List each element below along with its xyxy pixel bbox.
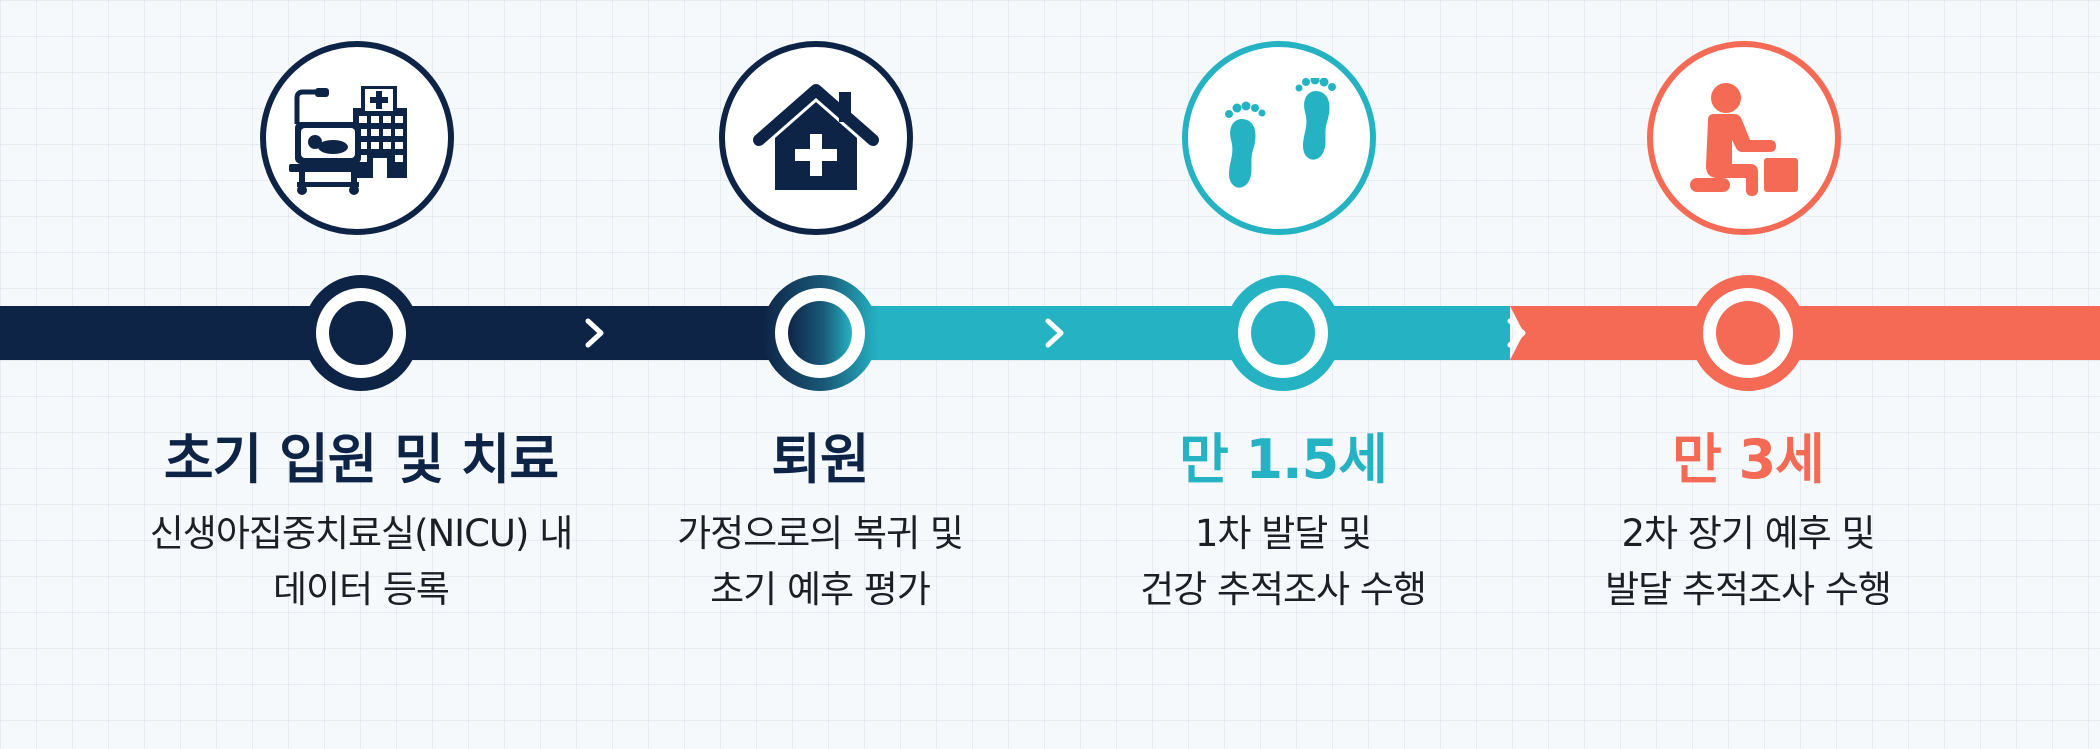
stage-icon-circle — [719, 41, 913, 235]
timeline-node-3 — [1225, 275, 1341, 391]
stage-discharge: 퇴원 가정으로의 복귀 및 초기 예후 평가 — [560, 0, 1080, 749]
stage-age-3: 만 3세 2차 장기 예후 및 발달 추적조사 수행 — [1488, 0, 2008, 749]
stage-initial-admission: 초기 입원 및 치료 신생아집중치료실(NICU) 내 데이터 등록 — [101, 0, 621, 749]
timeline-node-2 — [762, 275, 878, 391]
stage-description-line: 발달 추적조사 수행 — [1605, 568, 1892, 611]
stage-title: 만 3세 — [1672, 428, 1825, 491]
stage-title: 만 1.5세 — [1179, 428, 1388, 491]
footprints-icon — [1225, 78, 1336, 188]
child-playing-blocks-icon — [1690, 83, 1798, 196]
stage-icon-circle — [1647, 41, 1841, 235]
chevron-right-icon — [1507, 318, 1526, 348]
stage-description-line: 데이터 등록 — [273, 568, 450, 611]
track-segment-teal — [880, 306, 1510, 360]
stage-description-line: 가정으로의 복귀 및 — [677, 512, 964, 555]
stage-description-line: 초기 예후 평가 — [710, 568, 931, 611]
home-medical-cross-icon — [753, 84, 879, 190]
stage-description: 2차 장기 예후 및 발달 추적조사 수행 — [1488, 506, 2008, 618]
stage-description: 신생아집중치료실(NICU) 내 데이터 등록 — [101, 506, 621, 618]
stage-icon-circle — [260, 41, 454, 235]
stage-icon-circle — [1182, 41, 1376, 235]
stage-description-line: 1차 발달 및 — [1194, 512, 1372, 555]
stage-description: 가정으로의 복귀 및 초기 예후 평가 — [560, 506, 1080, 618]
stage-description-line: 2차 장기 예후 및 — [1621, 512, 1875, 555]
chevron-right-icon — [585, 318, 604, 348]
stage-description-line: 건강 추적조사 수행 — [1140, 568, 1427, 611]
stage-title: 초기 입원 및 치료 — [163, 428, 559, 491]
timeline-node-1 — [303, 275, 419, 391]
timeline-node-4 — [1690, 275, 1806, 391]
stage-age-1-5: 만 1.5세 1차 발달 및 건강 추적조사 수행 — [1023, 0, 1543, 749]
stage-description: 1차 발달 및 건강 추적조사 수행 — [1023, 506, 1543, 618]
stage-description-line: 신생아집중치료실(NICU) 내 — [149, 512, 574, 555]
chevron-right-icon — [1045, 318, 1064, 348]
stage-title: 퇴원 — [771, 428, 869, 491]
nicu-incubator-hospital-icon — [289, 86, 407, 195]
